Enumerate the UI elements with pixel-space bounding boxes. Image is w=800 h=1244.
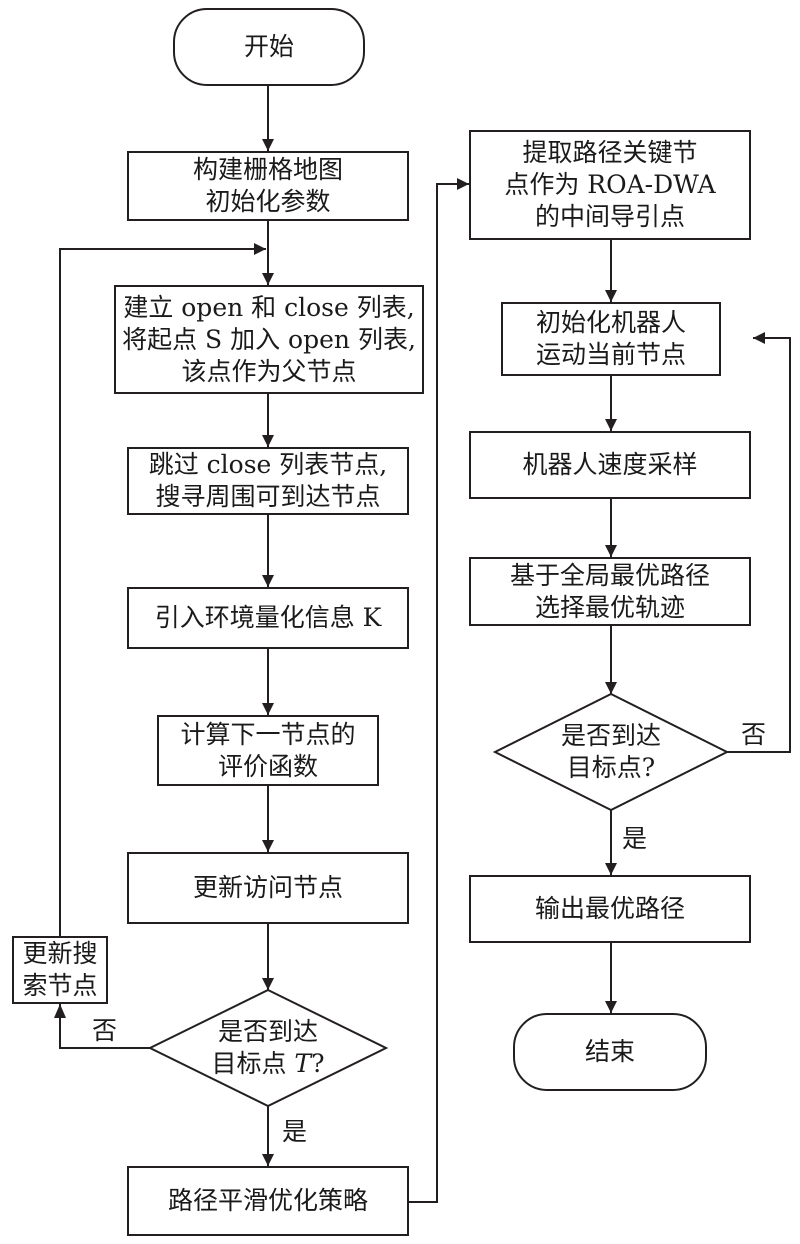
decision-left-target-var: T: [294, 1049, 312, 1078]
skip-line1: 跳过 close 列表节点,: [148, 450, 388, 479]
decision-left-line2-prefix: 目标点: [211, 1049, 295, 1078]
decision-right-line1: 是否到达: [560, 721, 661, 750]
right-yes-label: 是: [622, 824, 648, 853]
skip-box: 跳过 close 列表节点, 搜寻周围可到达节点: [127, 447, 409, 515]
update-search-line2: 索节点: [22, 971, 98, 1000]
init-robot-line2: 运动当前节点: [535, 340, 686, 369]
smooth-label: 路径平滑优化策略: [167, 1186, 368, 1215]
eval-line2: 评价函数: [217, 751, 318, 781]
start-label: 开始: [243, 32, 294, 61]
end-terminal: 结束: [513, 1013, 707, 1091]
keynodes-line1: 提取路径关键节: [522, 138, 698, 167]
decision-right-text: 是否到达 目标点?: [525, 718, 697, 786]
right-no-label: 否: [741, 720, 767, 749]
left-yes-label: 是: [282, 1117, 308, 1146]
decision-diamond-right: [492, 692, 730, 812]
arrow-decision-no-loop-back: [727, 332, 791, 753]
keynodes-box: 提取路径关键节 点作为 ROA-DWA 的中间导引点: [469, 130, 751, 240]
decision-left-text: 是否到达 目标点 T?: [180, 1014, 356, 1082]
open-close-line2: 将起点 S 加入 open 列表,: [122, 324, 416, 354]
build-grid-line1: 构建栅格地图: [192, 155, 343, 184]
arrow-update-search-loop-back: [59, 243, 266, 936]
keynodes-line3: 的中间导引点: [534, 202, 685, 231]
init-robot-box: 初始化机器人 运动当前节点: [501, 302, 721, 376]
update-search-line1: 更新搜: [22, 939, 98, 968]
select-line1: 基于全局最优路径: [509, 560, 710, 590]
skip-line2: 搜寻周围可到达节点: [155, 482, 381, 511]
build-grid-box: 构建栅格地图 初始化参数: [127, 151, 409, 221]
open-close-line1: 建立 open 和 close 列表,: [123, 292, 415, 322]
update-visit-label: 更新访问节点: [192, 873, 343, 902]
velocity-label: 机器人速度采样: [522, 450, 698, 479]
open-close-box: 建立 open 和 close 列表, 将起点 S 加入 open 列表, 该点…: [114, 285, 424, 394]
decision-right-line2: 目标点?: [566, 753, 656, 782]
arrow-smooth-to-keynodes: [409, 178, 469, 1203]
output-box: 输出最优路径: [469, 875, 751, 943]
env-info-label: 引入环境量化信息 K: [154, 603, 382, 632]
update-search-box: 更新搜 索节点: [12, 936, 108, 1004]
open-close-line3: 该点作为父节点: [181, 356, 357, 386]
arrow-decision-no-to-update-search: [59, 1004, 150, 1049]
keynodes-line2: 点作为 ROA-DWA: [504, 170, 716, 199]
decision-left-line2-suffix: ?: [311, 1049, 325, 1078]
decision-diamond-left: [147, 988, 389, 1108]
eval-line1: 计算下一节点的: [180, 719, 356, 749]
left-no-label: 否: [92, 1016, 118, 1045]
update-visit-box: 更新访问节点: [127, 852, 409, 924]
select-box: 基于全局最优路径 选择最优轨迹: [469, 557, 751, 626]
select-line2: 选择最优轨迹: [534, 592, 685, 622]
env-info-box: 引入环境量化信息 K: [127, 587, 409, 649]
build-grid-line2: 初始化参数: [205, 187, 331, 216]
decision-left-line1: 是否到达: [217, 1017, 318, 1046]
eval-box: 计算下一节点的 评价函数: [157, 715, 379, 786]
start-terminal: 开始: [173, 8, 365, 86]
velocity-box: 机器人速度采样: [469, 431, 751, 499]
decision-left-line2: 目标点 T?: [211, 1048, 324, 1080]
smooth-box: 路径平滑优化策略: [127, 1166, 409, 1236]
init-robot-line1: 初始化机器人: [535, 308, 686, 337]
output-label: 输出最优路径: [534, 894, 685, 923]
end-label: 结束: [584, 1037, 635, 1066]
